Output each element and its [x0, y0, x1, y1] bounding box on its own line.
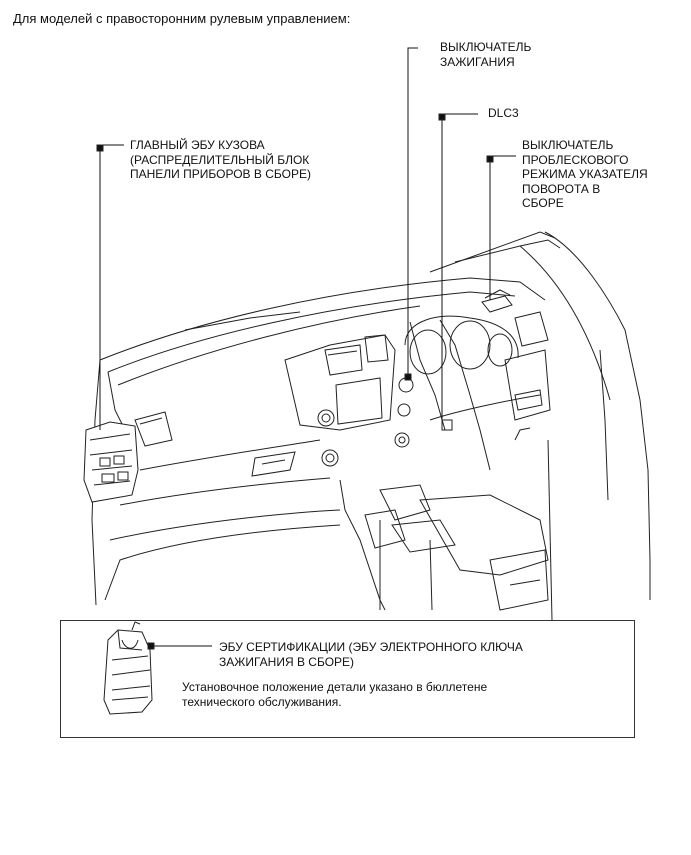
callout-turn-signal-switch: ВЫКЛЮЧАТЕЛЬ ПРОБЛЕСКОВОГО РЕЖИМА УКАЗАТЕ… — [522, 138, 648, 210]
legend-box — [60, 620, 635, 738]
page-heading: Для моделей с правосторонним рулевым упр… — [13, 11, 351, 26]
legend-title: ЭБУ СЕРТИФИКАЦИИ (ЭБУ ЭЛЕКТРОННОГО КЛЮЧА… — [219, 640, 523, 669]
callout-dlc3: DLC3 — [488, 106, 519, 120]
legend-note: Установочное положение детали указано в … — [182, 680, 488, 709]
callout-ignition-switch: ВЫКЛЮЧАТЕЛЬ ЗАЖИГАНИЯ — [440, 40, 532, 69]
callout-main-body-ecu: ГЛАВНЫЙ ЭБУ КУЗОВА (РАСПРЕДЕЛИТЕЛЬНЫЙ БЛ… — [130, 138, 311, 181]
